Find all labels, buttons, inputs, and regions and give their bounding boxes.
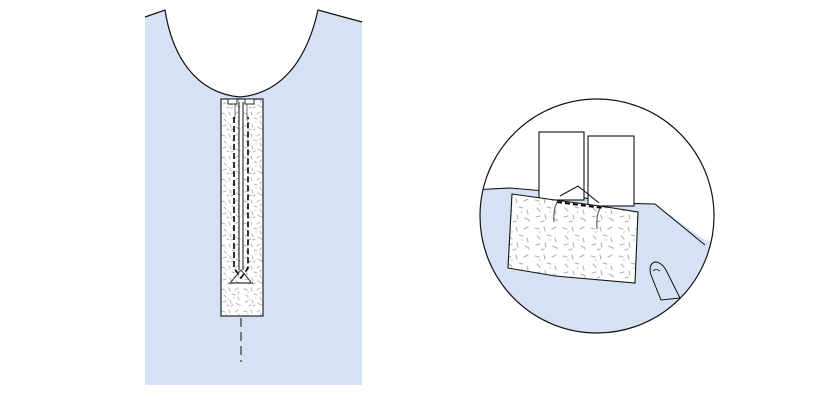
neckline-edge xyxy=(144,9,363,98)
slit-opening xyxy=(238,102,244,270)
corner-clip xyxy=(230,269,252,283)
detail-slit-lines xyxy=(553,201,601,230)
finger-icon xyxy=(649,261,681,301)
placket-tab-right xyxy=(244,98,255,105)
placket-tab-left xyxy=(227,98,238,105)
magnifier-lens xyxy=(479,98,715,334)
detail-corner-clip xyxy=(559,185,600,204)
detail-figure xyxy=(479,98,715,334)
detail-facing xyxy=(507,193,639,284)
stitching-line xyxy=(233,117,249,280)
facing-tab-right xyxy=(587,135,635,207)
facing-tab-left xyxy=(538,131,585,201)
placket-facing xyxy=(220,98,264,317)
bodice-figure xyxy=(144,9,363,385)
